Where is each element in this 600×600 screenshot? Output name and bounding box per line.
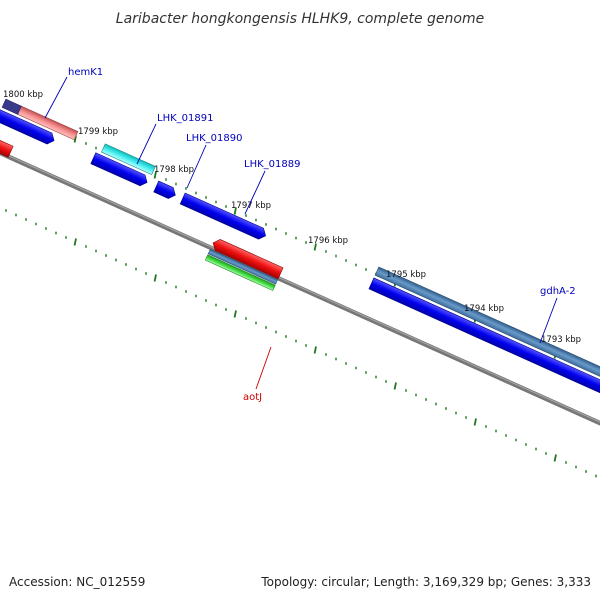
gene-aotj-steel[interactable] (207, 248, 279, 285)
accession-text: Accession: NC_012559 (9, 575, 145, 589)
major-tick (553, 454, 557, 462)
genome-backbone (0, 150, 600, 426)
major-tick (473, 418, 477, 426)
leader-line-lhk01889 (244, 170, 266, 215)
kbp-label: 1798 kbp (154, 165, 194, 175)
gene-dark-steel-left[interactable] (1, 98, 22, 115)
leader-line-aotj (255, 346, 272, 390)
kbp-label: 1793 kbp (541, 335, 581, 345)
leader-line-gdha2 (539, 297, 558, 344)
kbp-label: 1796 kbp (308, 236, 348, 246)
gene-aotj-green[interactable] (204, 254, 276, 291)
major-tick (313, 346, 317, 354)
kbp-label: 1797 kbp (231, 201, 271, 211)
topology-text: Topology: circular; Length: 3,169,329 bp… (260, 575, 591, 589)
major-tick (153, 171, 157, 179)
kbp-label: 1800 kbp (3, 90, 43, 100)
cds-blue-2[interactable] (90, 152, 150, 188)
major-tick (233, 207, 237, 215)
major-tick (233, 310, 237, 318)
cds-red-small[interactable] (0, 135, 14, 158)
kbp-label: 1794 kbp (464, 304, 504, 314)
cds-blue-3[interactable] (153, 180, 178, 201)
cds-blue-1[interactable] (0, 107, 57, 146)
gene-gdha2-steel[interactable] (374, 266, 600, 387)
gene-label-lhk01889[interactable]: LHK_01889 (244, 159, 300, 170)
inner-tick-track (5, 209, 597, 478)
leader-line-lhk01891 (136, 123, 157, 165)
major-tick (393, 382, 397, 390)
major-tick (153, 274, 157, 282)
leader-line-lhk01890 (186, 144, 207, 189)
kbp-label: 1795 kbp (386, 270, 426, 280)
kbp-label: 1799 kbp (78, 127, 118, 137)
map-title: Laribacter hongkongensis HLHK9, complete… (116, 11, 484, 27)
major-tick (313, 243, 317, 251)
leader-line-hemk1 (44, 76, 68, 119)
major-tick (73, 238, 77, 246)
cds-blue-4[interactable] (179, 192, 268, 241)
gene-label-gdha2[interactable]: gdhA-2 (540, 286, 576, 297)
cds-red-aotj[interactable] (211, 237, 284, 280)
gene-label-lhk01891[interactable]: LHK_01891 (157, 113, 213, 124)
gene-lhk01891-cyan[interactable] (101, 143, 156, 176)
genome-backbone-highlight (0, 151, 600, 423)
gene-label-lhk01890[interactable]: LHK_01890 (186, 133, 242, 144)
gene-label-hemk1[interactable]: hemK1 (68, 67, 103, 78)
gene-label-aotj[interactable]: aotJ (243, 392, 262, 403)
cds-blue-5[interactable] (368, 277, 600, 401)
